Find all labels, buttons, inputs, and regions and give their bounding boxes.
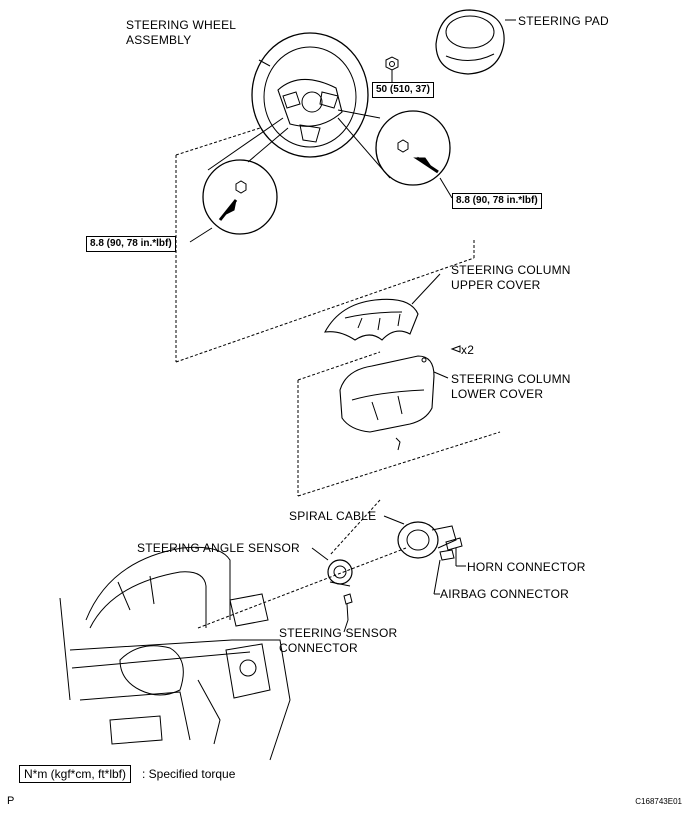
- steering-pad-drawing: [435, 9, 505, 75]
- left-zoom-circle: [202, 159, 278, 235]
- steering-pad-label: STEERING PAD: [518, 14, 609, 28]
- dashboard-drawing: [59, 546, 291, 761]
- upper-cover-drawing: [324, 298, 419, 341]
- nut-drawing: [385, 56, 399, 71]
- torque-left: 8.8 (90, 78 in.*lbf): [86, 236, 176, 252]
- connector-drawing: [343, 537, 463, 605]
- lower-cover-label-1: STEERING COLUMN: [451, 372, 571, 386]
- steering-wheel-label-2: ASSEMBLY: [126, 33, 192, 47]
- angle-sensor-drawing: [327, 559, 353, 587]
- spiral-cable-label: SPIRAL CABLE: [289, 509, 377, 523]
- sensor-connector-label-1: STEERING SENSOR: [279, 626, 398, 640]
- legend-text: : Specified torque: [142, 767, 236, 781]
- screw-drawing: [395, 345, 461, 451]
- steering-wheel-label-1: STEERING WHEEL: [126, 18, 237, 32]
- airbag-connector-label: AIRBAG CONNECTOR: [440, 587, 569, 601]
- legend-unit-box: N*m (kgf*cm, ft*lbf): [19, 765, 132, 783]
- lower-cover-drawing: [339, 355, 435, 433]
- torque-right: 8.8 (90, 78 in.*lbf): [452, 193, 542, 209]
- figure-code: C168743E01: [635, 797, 682, 806]
- steering-wheel-drawing: [251, 32, 369, 158]
- lower-cover-label-2: LOWER COVER: [451, 387, 544, 401]
- screw-count-label: x2: [461, 343, 475, 357]
- sensor-connector-label-2: CONNECTOR: [279, 641, 358, 655]
- spiral-cable-drawing: [397, 521, 457, 559]
- horn-connector-label: HORN CONNECTOR: [467, 560, 586, 574]
- angle-sensor-label: STEERING ANGLE SENSOR: [137, 541, 300, 555]
- right-zoom-circle: [375, 110, 451, 186]
- torque-nut: 50 (510, 37): [372, 82, 434, 98]
- corner-letter: P: [7, 795, 15, 807]
- upper-cover-label-2: UPPER COVER: [451, 278, 541, 292]
- upper-cover-label-1: STEERING COLUMN: [451, 263, 571, 277]
